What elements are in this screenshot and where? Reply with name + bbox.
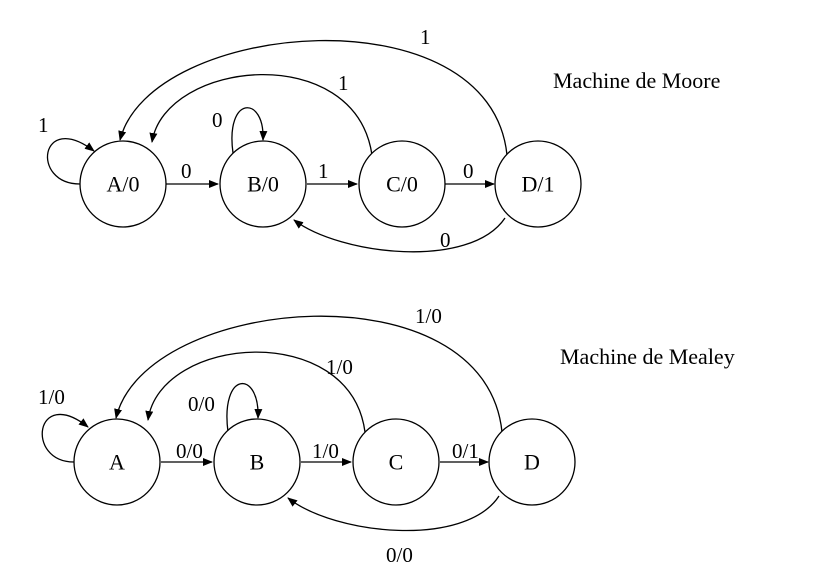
mealey-state-c <box>352 418 440 506</box>
moore-state-b-label: B/0 <box>247 172 279 197</box>
moore-machine: Machine de Moore A/0 B/0 C/0 D/1 1 0 0 1… <box>38 25 720 253</box>
moore-edge-a-self <box>46 137 95 185</box>
moore-edge-b-self-label: 0 <box>212 108 223 132</box>
mealey-edge-b-self-label: 0/0 <box>188 392 215 416</box>
moore-state-b <box>219 140 307 228</box>
mealey-state-d <box>488 418 576 506</box>
moore-edge-b-self <box>231 107 268 154</box>
mealey-edge-b-self <box>226 382 263 433</box>
moore-state-c-label: C/0 <box>386 172 418 197</box>
moore-state-c <box>358 140 446 228</box>
mealey-state-b-label: B <box>250 450 265 475</box>
mealey-edge-a-self <box>41 413 89 463</box>
mealey-edge-d-a-label: 1/0 <box>415 304 442 328</box>
moore-state-d <box>494 140 582 228</box>
mealey-edge-c-a <box>145 351 366 433</box>
moore-edge-a-self-label: 1 <box>38 113 49 137</box>
moore-edge-a-b-label: 0 <box>181 159 192 183</box>
mealey-state-a <box>73 418 161 506</box>
mealey-machine: Machine de Mealey A B C D 1/0 0/0 0/0 1/… <box>38 304 735 567</box>
moore-state-a <box>79 140 167 228</box>
moore-edge-c-a-label: 1 <box>338 71 349 95</box>
mealey-edge-a-self-label: 1/0 <box>38 385 65 409</box>
mealey-state-b <box>213 418 301 506</box>
mealey-edge-d-a <box>114 315 503 433</box>
mealey-edge-c-d-label: 0/1 <box>452 439 479 463</box>
moore-edge-c-a <box>149 73 373 156</box>
mealey-edge-a-b-label: 0/0 <box>176 439 203 463</box>
mealey-edge-d-b-label: 0/0 <box>386 543 413 567</box>
moore-edge-d-a <box>118 39 508 156</box>
mealey-state-c-label: C <box>389 450 404 475</box>
moore-edge-c-d-label: 0 <box>463 159 474 183</box>
mealey-edge-d-b <box>287 495 500 532</box>
moore-title: Machine de Moore <box>553 68 720 93</box>
mealey-edge-c-a-label: 1/0 <box>326 355 353 379</box>
mealey-title: Machine de Mealey <box>560 344 735 369</box>
moore-state-d-label: D/1 <box>522 172 555 197</box>
moore-edge-b-c-label: 1 <box>318 159 329 183</box>
mealey-edge-b-c-label: 1/0 <box>312 439 339 463</box>
moore-edge-d-b <box>293 217 506 253</box>
mealey-state-d-label: D <box>524 450 540 475</box>
moore-state-a-label: A/0 <box>107 172 140 197</box>
moore-edge-d-b-label: 0 <box>440 228 451 252</box>
mealey-state-a-label: A <box>109 450 125 475</box>
moore-edge-d-a-label: 1 <box>420 25 431 49</box>
